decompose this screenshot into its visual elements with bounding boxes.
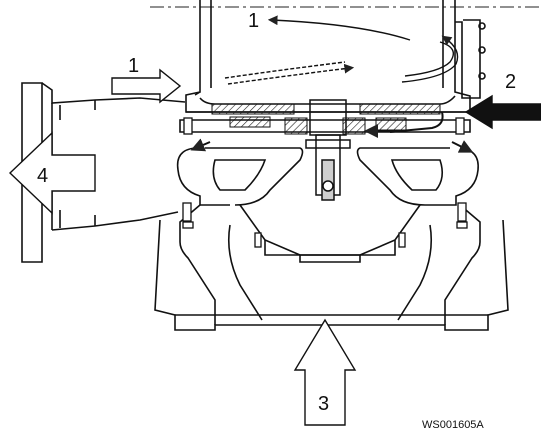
casing-bolts bbox=[182, 117, 468, 248]
label-cooling-inlet: 2 bbox=[505, 71, 516, 93]
arrow-1-inlet bbox=[111, 68, 182, 104]
flow-arrows bbox=[8, 68, 541, 426]
motor-internal-flow bbox=[190, 15, 474, 153]
arrow-2-cooling bbox=[464, 94, 541, 130]
pump-casing bbox=[154, 119, 509, 331]
stator-windings bbox=[211, 103, 441, 135]
label-suction-inlet: 3 bbox=[318, 393, 329, 415]
label-motor-flow: 1 bbox=[248, 10, 259, 32]
label-discharge-outlet: 4 bbox=[37, 165, 48, 187]
arrow-3-suction bbox=[293, 318, 357, 426]
discharge-pipe bbox=[21, 82, 186, 263]
pump-shaft bbox=[305, 99, 351, 201]
arrow-4-discharge bbox=[8, 131, 96, 215]
motor-housing bbox=[185, 0, 486, 113]
label-inlet-bypass: 1 bbox=[128, 55, 139, 77]
figure-code: WS001605A bbox=[422, 419, 484, 431]
